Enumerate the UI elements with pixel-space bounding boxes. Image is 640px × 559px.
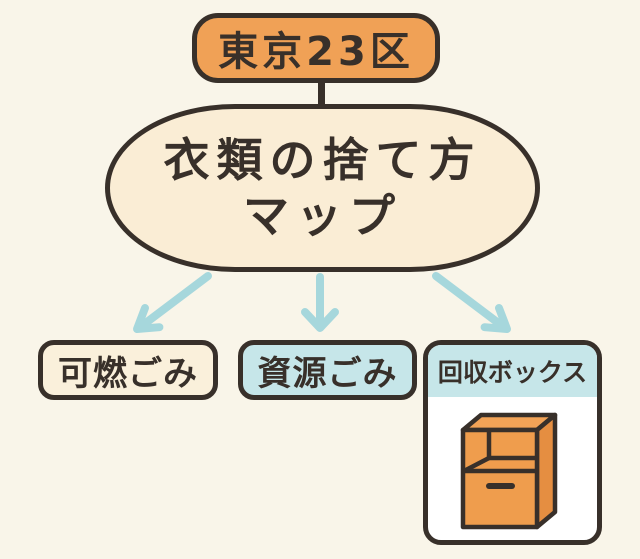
title-line-2: マップ — [243, 189, 402, 243]
connector-line — [318, 78, 325, 110]
collection-box-card-body — [428, 397, 597, 540]
arrow-to-burnable — [133, 272, 212, 333]
collection-box-label: 回収ボックス — [437, 358, 588, 387]
arrow-to-recyclable — [301, 273, 339, 332]
arrow-to-collection-box — [432, 272, 511, 333]
branch-box-burnable: 可燃ごみ — [38, 340, 218, 400]
collection-box-card: 回収ボックス — [423, 340, 602, 545]
branch-box-recyclable-label: 資源ごみ — [257, 353, 398, 394]
branch-box-burnable-label: 可燃ごみ — [58, 353, 198, 394]
badge-label: 東京23区 — [218, 29, 414, 75]
collection-box-icon — [460, 412, 558, 530]
branch-box-recyclable: 資源ごみ — [238, 340, 417, 400]
collection-box-card-header: 回収ボックス — [428, 345, 597, 397]
title-bubble: 衣類の捨て方 マップ — [105, 104, 540, 272]
title-line-1: 衣類の捨て方 — [163, 132, 482, 187]
tokyo-23-wards-badge: 東京23区 — [192, 13, 440, 83]
